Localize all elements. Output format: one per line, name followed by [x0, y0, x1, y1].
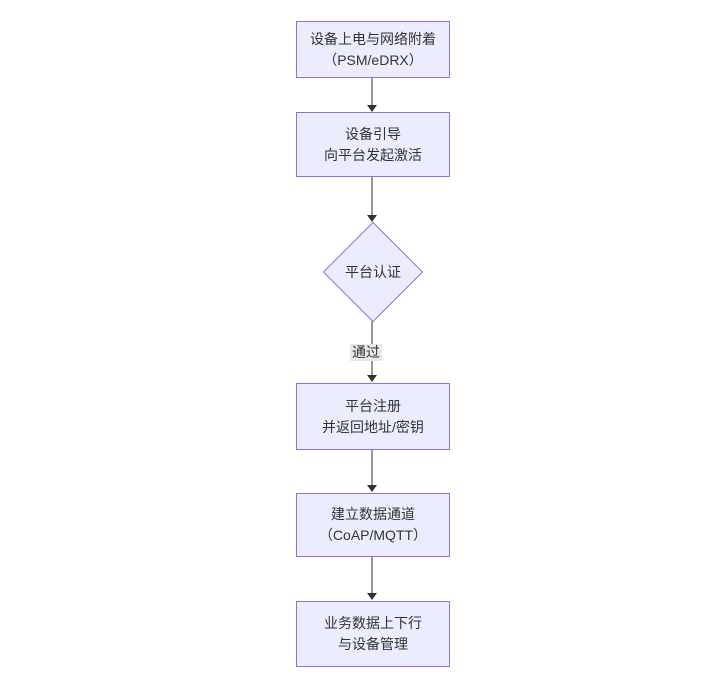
node-text-line: （CoAP/MQTT） — [318, 527, 428, 543]
arrowhead-icon — [367, 375, 377, 382]
edge-line — [371, 177, 373, 216]
decision-platform-auth: 平台认证 — [322, 221, 424, 323]
node-text-line: 平台注册 — [345, 397, 401, 414]
node-text-line: 设备上电与网络附着 — [310, 30, 436, 47]
edge-register-to-channel — [366, 450, 378, 492]
node-business-data-mgmt: 业务数据上下行 与设备管理 — [296, 601, 450, 667]
edge-label-pass: 通过 — [350, 344, 382, 361]
edge-line — [371, 78, 373, 106]
node-text-line: （PSM/eDRX） — [323, 51, 423, 68]
arrowhead-icon — [367, 105, 377, 112]
edge-line — [371, 450, 373, 486]
node-text-line: 并返回地址/密钥 — [322, 418, 424, 435]
edge-channel-to-business — [366, 557, 378, 600]
node-text-line: 与设备管理 — [338, 636, 408, 652]
node-text-line: 建立数据通道 — [331, 506, 415, 522]
node-text-line: 业务数据上下行 — [324, 615, 422, 631]
arrowhead-icon — [367, 215, 377, 222]
edge-line — [371, 557, 373, 594]
node-data-channel: 建立数据通道 （CoAP/MQTT） — [296, 493, 450, 557]
arrowhead-icon — [367, 593, 377, 600]
node-text-line: 向平台发起激活 — [324, 146, 422, 163]
edge-power-to-bootstrap — [366, 78, 378, 112]
node-platform-register: 平台注册 并返回地址/密钥 — [296, 383, 450, 450]
arrowhead-icon — [367, 485, 377, 492]
edge-bootstrap-to-auth — [366, 177, 378, 222]
node-bootstrap-activate: 设备引导 向平台发起激活 — [296, 112, 450, 177]
node-text-line: 设备引导 — [345, 125, 401, 142]
node-power-network-attach: 设备上电与网络附着 （PSM/eDRX） — [296, 21, 450, 78]
node-text-line: 平台认证 — [345, 264, 401, 280]
